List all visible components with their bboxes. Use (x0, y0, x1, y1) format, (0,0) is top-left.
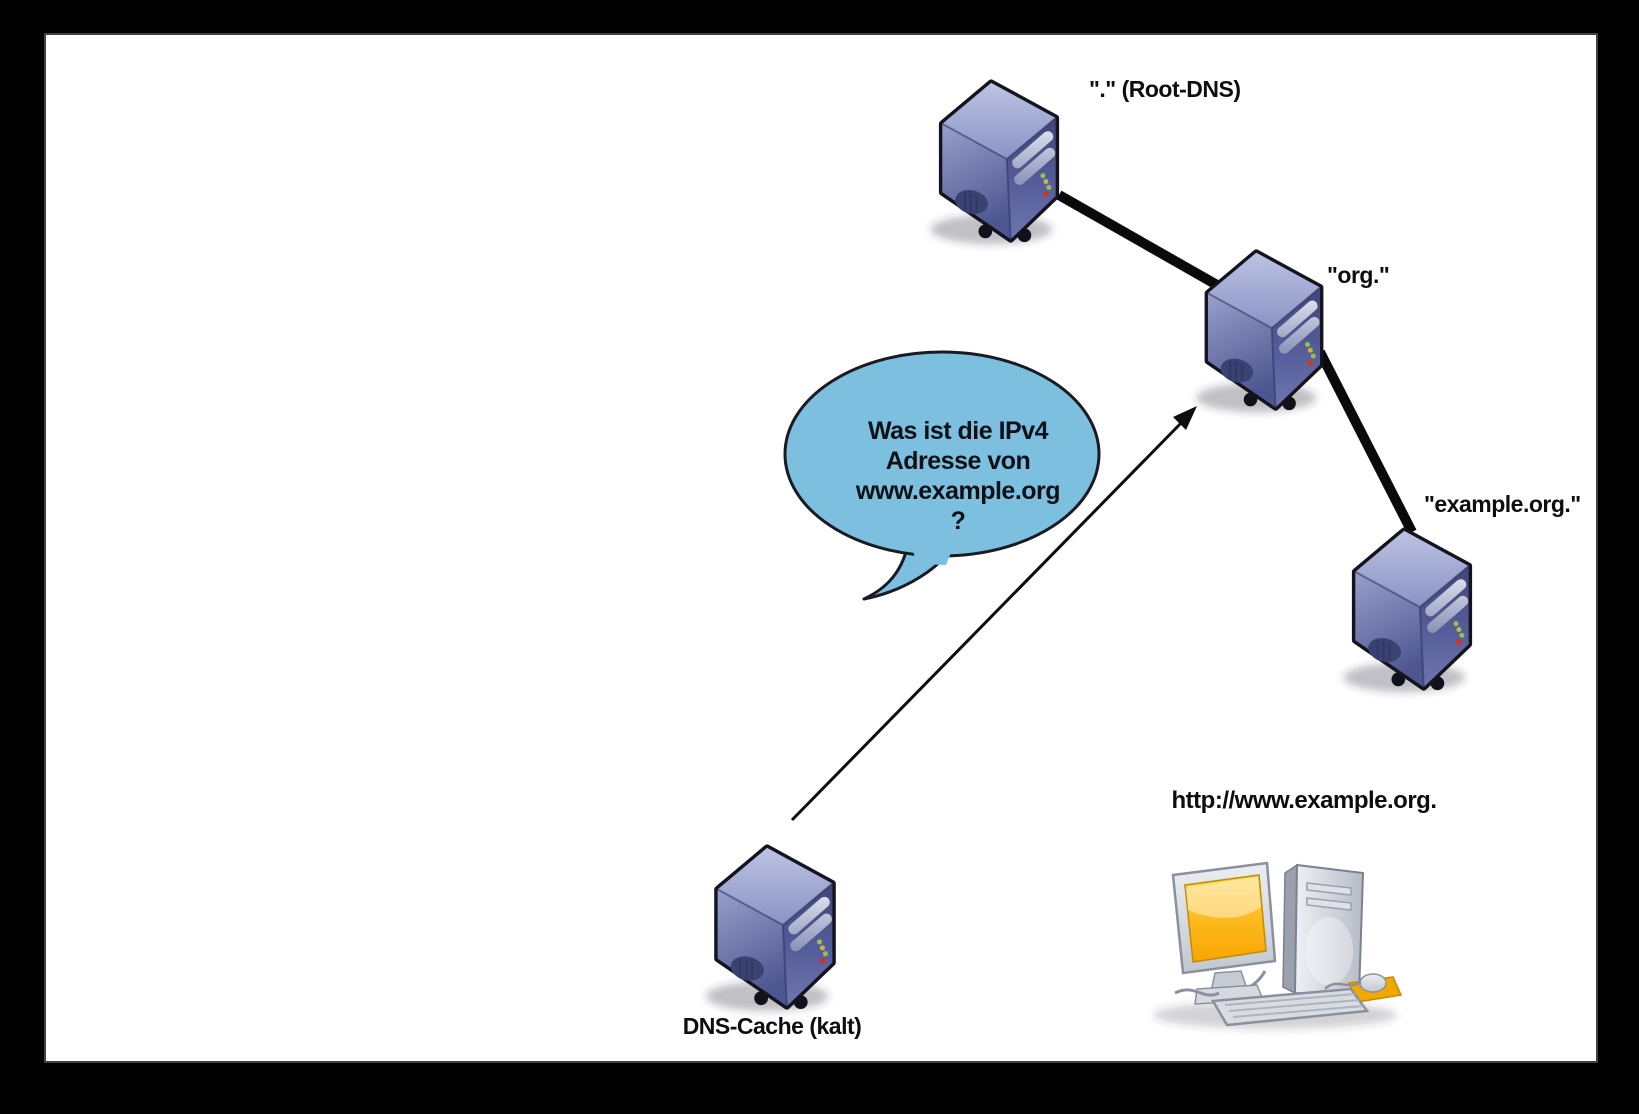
arrowhead-icon (1173, 406, 1197, 430)
speech-bubble-seam (912, 545, 954, 565)
bubble-line-1: Was ist die IPv4 (867, 417, 1049, 445)
server-icon-org (1196, 253, 1320, 412)
diagram-scene (46, 35, 1596, 1061)
connection-root-to-org (1056, 190, 1220, 290)
label-root-dns: "." (Root-DNS) (1089, 76, 1241, 102)
desktop-computer-icon (1153, 863, 1401, 1029)
server-icon-example-org (1344, 531, 1469, 692)
query-arrow (790, 406, 1197, 822)
speech-bubble (783, 350, 1101, 601)
server-icon-root-dns (931, 83, 1056, 244)
server-icon-dns-cache (706, 848, 833, 1011)
bubble-line-2: Adresse von (885, 447, 1031, 475)
connection-org-to-example (1315, 349, 1417, 535)
label-example-org: "example.org." (1424, 491, 1581, 517)
label-client-url: http://www.example.org. (1171, 787, 1437, 814)
bubble-line-3: www.example.org (855, 477, 1061, 505)
speech-bubble-text: Was ist die IPv4 Adresse von www.example… (838, 416, 1078, 536)
label-org: "org." (1327, 262, 1390, 288)
diagram-canvas: "." (Root-DNS) "org." "example.org." DNS… (44, 33, 1598, 1063)
bubble-line-4: ? (950, 507, 966, 535)
label-dns-cache: DNS-Cache (kalt) (682, 1013, 862, 1039)
